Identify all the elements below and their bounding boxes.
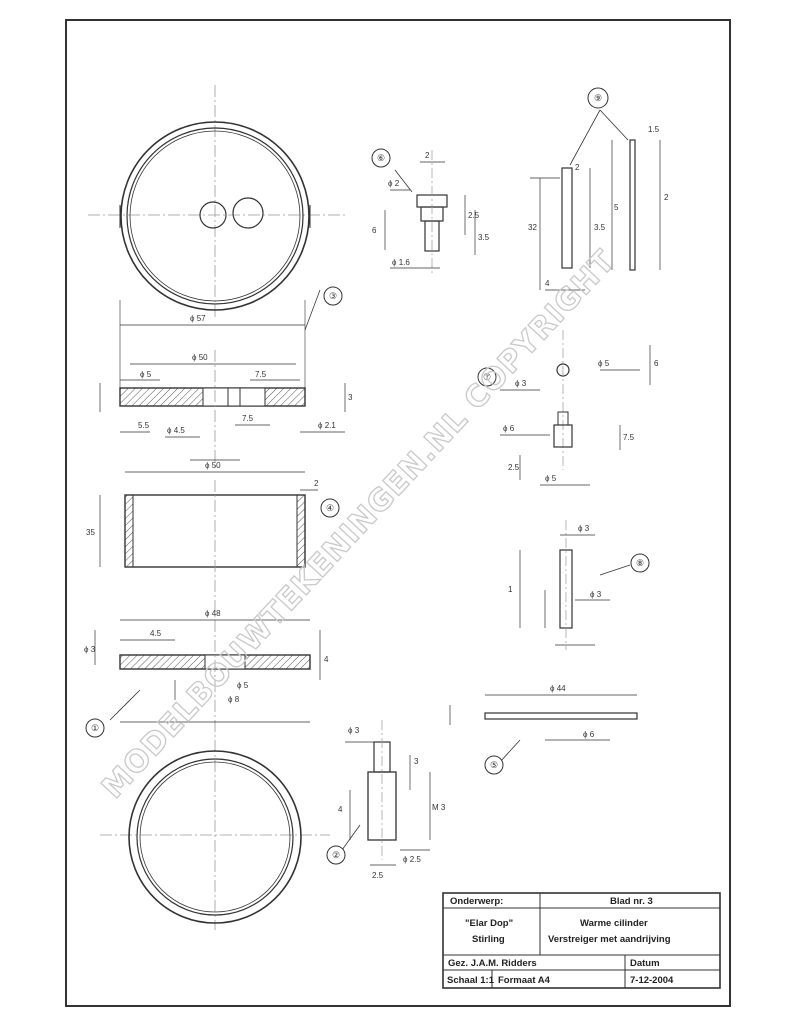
callout-label: ⑦	[483, 372, 491, 382]
callout-marker	[371, 148, 391, 168]
dim-label: ϕ 8	[228, 695, 240, 704]
callout-label: ③	[329, 291, 337, 301]
part-9-rod	[530, 109, 661, 291]
dim-label: M 3	[432, 803, 446, 812]
dim-label: 2	[314, 479, 319, 488]
dim-label: 2	[425, 151, 430, 160]
dim-label: ϕ 50	[192, 353, 208, 362]
dim-label: 2.5	[372, 871, 384, 880]
dim-label: 3	[414, 757, 419, 766]
dim-label: 1	[508, 585, 513, 594]
dim-label: ϕ 3	[590, 590, 602, 599]
part-4-cylinder	[99, 471, 318, 600]
dim-label: ϕ 3	[578, 524, 590, 533]
callout-label: ①	[91, 723, 99, 733]
dim-label: ϕ 5	[598, 359, 610, 368]
title-block-project-2: Stirling	[472, 934, 505, 945]
dim-label: ϕ 6	[503, 424, 515, 433]
part-6-plug	[384, 150, 476, 275]
part-8-spacer	[519, 520, 631, 650]
title-block-tekenaar: Gez. J.A.M. Ridders	[448, 958, 537, 969]
title-block	[442, 892, 721, 989]
callout-label: ⑧	[636, 558, 644, 568]
title-block-onderwerp: Onderwerp:	[450, 896, 503, 907]
dim-label: 7.5	[623, 433, 635, 442]
dim-label: 35	[86, 528, 95, 537]
title-block-datum-label: Datum	[630, 958, 660, 969]
dim-label: 2	[664, 193, 669, 202]
callout-marker	[320, 498, 340, 518]
title-block-formaat: Formaat A4	[498, 975, 551, 986]
dim-label: ϕ 6	[583, 730, 595, 739]
callout-label: ⑨	[594, 93, 602, 103]
dim-label: 4.5	[150, 629, 162, 638]
dim-label: ϕ 5	[140, 370, 152, 379]
title-block-blad: Blad nr. 3	[610, 896, 653, 907]
part-1-plan-view	[100, 740, 330, 930]
dim-label: 3.5	[594, 223, 606, 232]
dim-label: 1.5	[648, 125, 660, 134]
callout-label: ②	[332, 850, 340, 860]
part-1-section	[94, 600, 321, 740]
part-2-standoff	[341, 720, 431, 866]
dim-label: 2.5	[468, 211, 480, 220]
title-block-schaal: Schaal 1:1	[447, 975, 495, 986]
callout-marker	[484, 755, 504, 775]
dim-label: ϕ 5	[237, 681, 249, 690]
dim-label: ϕ 2	[388, 179, 400, 188]
dim-label: 5	[614, 203, 619, 212]
dim-label: 7.5	[242, 414, 254, 423]
dim-label: ϕ 2.5	[403, 855, 421, 864]
dim-label: 3	[348, 393, 353, 402]
dim-label: 4	[324, 655, 329, 664]
callout-marker	[630, 553, 650, 573]
callout-label: ④	[326, 503, 334, 513]
dim-label: 4	[338, 805, 343, 814]
part-5-thin-disc	[449, 694, 638, 763]
dim-label: ϕ 3	[348, 726, 360, 735]
dim-label: ϕ 5	[545, 474, 557, 483]
callout-label: ⑥	[377, 153, 385, 163]
dim-label: ϕ 48	[205, 609, 221, 618]
dim-label: ϕ 4.5	[167, 426, 185, 435]
dim-label: 6	[372, 226, 377, 235]
dim-label: 32	[528, 223, 537, 232]
dim-label: ϕ 1.6	[392, 258, 410, 267]
dim-label: 5.5	[138, 421, 150, 430]
callout-marker	[477, 367, 497, 387]
dim-label: 6	[654, 359, 659, 368]
dim-label: ϕ 2.1	[318, 421, 336, 430]
dim-label: 2.5	[508, 463, 520, 472]
title-block-datum: 7-12-2004	[630, 975, 674, 986]
dim-label: 2	[575, 163, 580, 172]
part-3-plan-view	[88, 85, 345, 320]
dim-label: 3.5	[478, 233, 490, 242]
callout-label: ⑤	[490, 760, 498, 770]
callout-marker	[85, 718, 105, 738]
dim-label: 4	[545, 279, 550, 288]
dim-label: 7.5	[255, 370, 267, 379]
dim-label: ϕ 3	[515, 379, 527, 388]
dim-label: ϕ 57	[190, 314, 206, 323]
callout-marker	[587, 87, 609, 109]
callout-marker	[323, 286, 343, 306]
part-3-section	[99, 289, 346, 470]
title-block-part-2: Verstreiger met aandrijving	[548, 934, 671, 945]
callout-marker	[326, 845, 346, 865]
dim-label: ϕ 44	[550, 684, 566, 693]
part-7-pin	[500, 330, 651, 486]
title-block-project-1: "Elar Dop"	[465, 918, 513, 929]
dim-label: ϕ 50	[205, 461, 221, 470]
title-block-part-1: Warme cilinder	[580, 918, 648, 929]
dim-label: ϕ 3	[84, 645, 96, 654]
